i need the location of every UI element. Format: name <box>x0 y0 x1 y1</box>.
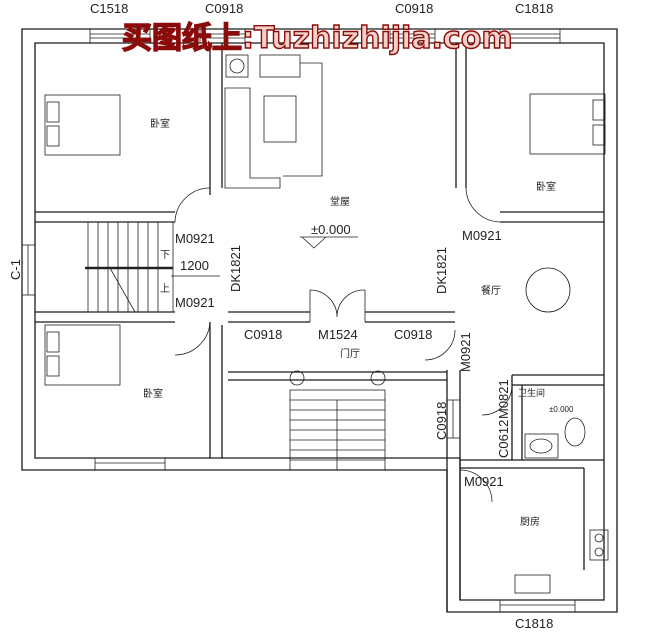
room-main-hall: 堂屋 <box>330 196 350 208</box>
room-entry-hall: 门厅 <box>340 347 360 360</box>
stair-width-dimension: 1200 <box>180 258 209 273</box>
window-label: C0918 <box>394 327 432 342</box>
stair-down-label: 下 <box>160 250 170 261</box>
room-kitchen: 厨房 <box>520 515 540 528</box>
window-label: C0918 <box>434 402 449 440</box>
window-label: C1518 <box>90 1 128 16</box>
room-dining: 餐厅 <box>481 284 501 297</box>
window-label: C1818 <box>515 1 553 16</box>
elevation-marker <box>300 236 358 249</box>
room-bedroom-bottom-left: 卧室 <box>143 387 163 400</box>
door-label: M0921 <box>462 228 502 243</box>
interior-walls <box>35 43 604 612</box>
elevation-main: ±0.000 <box>311 222 351 237</box>
stair-up-label: 上 <box>160 283 170 295</box>
opening-label: DK1821 <box>228 245 243 292</box>
window-label: C0918 <box>205 1 243 16</box>
door-label: M0921 <box>175 231 215 246</box>
staircase <box>85 221 386 471</box>
door-label: M0921 <box>464 474 504 489</box>
room-bathroom: 卫生间 <box>518 387 545 399</box>
windows <box>21 28 576 613</box>
door-label: M0821 <box>496 379 511 419</box>
room-bedroom-top-right: 卧室 <box>536 180 556 193</box>
room-bedroom-top-left: 卧室 <box>150 117 170 130</box>
door-label: M1524 <box>318 327 358 342</box>
door-label: M0921 <box>175 295 215 310</box>
window-label: C1818 <box>515 616 553 631</box>
elevation-bathroom: ±0.000 <box>549 405 574 414</box>
window-label: C0612 <box>496 420 511 458</box>
door-label: M0921 <box>458 332 473 372</box>
furniture <box>44 54 609 594</box>
window-label: C0918 <box>395 1 433 16</box>
window-label: C0918 <box>244 327 282 342</box>
opening-label: DK1821 <box>434 247 449 294</box>
watermark: 买图纸上:Tuzhizhijia.com <box>122 21 513 56</box>
window-label: C-1 <box>8 259 23 280</box>
doors <box>174 187 513 503</box>
